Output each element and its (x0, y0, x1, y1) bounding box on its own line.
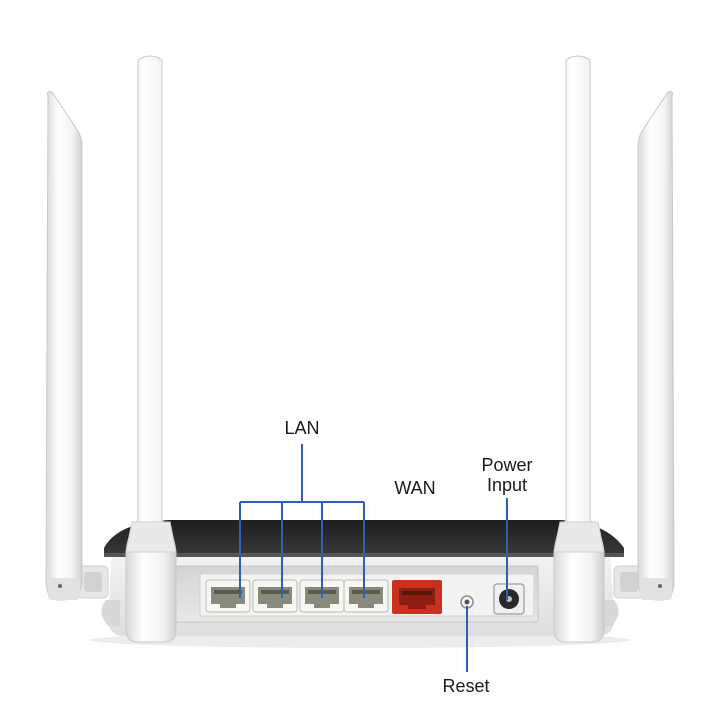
wan-label: WAN (394, 478, 436, 498)
antenna-hinges (77, 565, 645, 599)
antenna-inner-left (125, 55, 177, 643)
antenna-inner-right (553, 55, 605, 643)
antenna-outer-left (45, 91, 83, 601)
lan-port-1 (205, 579, 251, 613)
lan-label: LAN (284, 418, 320, 438)
router-body (101, 520, 624, 636)
antenna-outer-right (637, 91, 675, 601)
leader-lines (239, 444, 508, 672)
power-label-line2: Input (486, 475, 528, 495)
power-jack (493, 583, 525, 615)
power-input-label: Power Input (465, 455, 549, 495)
lan-port-2 (252, 579, 298, 613)
lan-ports (205, 579, 389, 613)
reset-label: Reset (442, 676, 490, 696)
power-label-line1: Power (481, 455, 533, 475)
wan-port (392, 580, 442, 614)
lan-port-4 (343, 579, 389, 613)
